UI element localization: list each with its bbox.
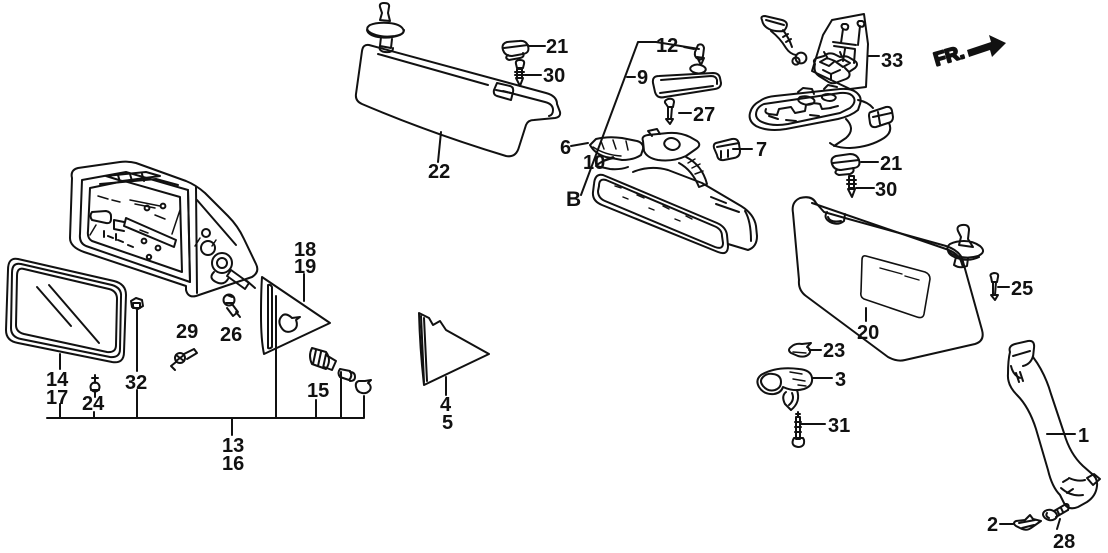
svg-text:19: 19	[294, 256, 316, 278]
svg-text:15: 15	[307, 380, 329, 402]
svg-text:22: 22	[428, 161, 450, 183]
svg-text:9: 9	[637, 67, 648, 89]
svg-text:3: 3	[835, 369, 846, 391]
svg-text:18: 18	[294, 239, 316, 261]
svg-text:29: 29	[176, 321, 198, 343]
svg-text:FR.: FR.	[932, 42, 967, 71]
svg-text:1: 1	[1078, 425, 1089, 447]
svg-text:12: 12	[656, 35, 678, 57]
svg-text:21: 21	[546, 36, 568, 58]
svg-text:6: 6	[560, 137, 571, 159]
svg-text:26: 26	[220, 324, 242, 346]
svg-text:5: 5	[442, 412, 453, 434]
svg-text:24: 24	[82, 393, 105, 415]
svg-text:10: 10	[583, 152, 605, 174]
svg-text:14: 14	[46, 369, 69, 391]
svg-text:20: 20	[857, 322, 879, 344]
svg-text:32: 32	[125, 372, 147, 394]
svg-text:31: 31	[828, 415, 850, 437]
svg-text:21: 21	[880, 153, 902, 175]
svg-text:23: 23	[823, 340, 845, 362]
svg-text:33: 33	[881, 50, 903, 72]
svg-text:17: 17	[46, 387, 68, 409]
svg-text:16: 16	[222, 453, 244, 475]
svg-text:4: 4	[440, 394, 452, 416]
svg-text:2: 2	[987, 514, 998, 536]
svg-text:25: 25	[1011, 278, 1033, 300]
svg-text:27: 27	[693, 104, 715, 126]
svg-text:30: 30	[875, 179, 897, 201]
svg-text:B: B	[566, 188, 581, 211]
svg-text:30: 30	[543, 65, 565, 87]
svg-text:13: 13	[222, 435, 244, 457]
svg-text:7: 7	[756, 139, 767, 161]
svg-text:28: 28	[1053, 531, 1075, 553]
